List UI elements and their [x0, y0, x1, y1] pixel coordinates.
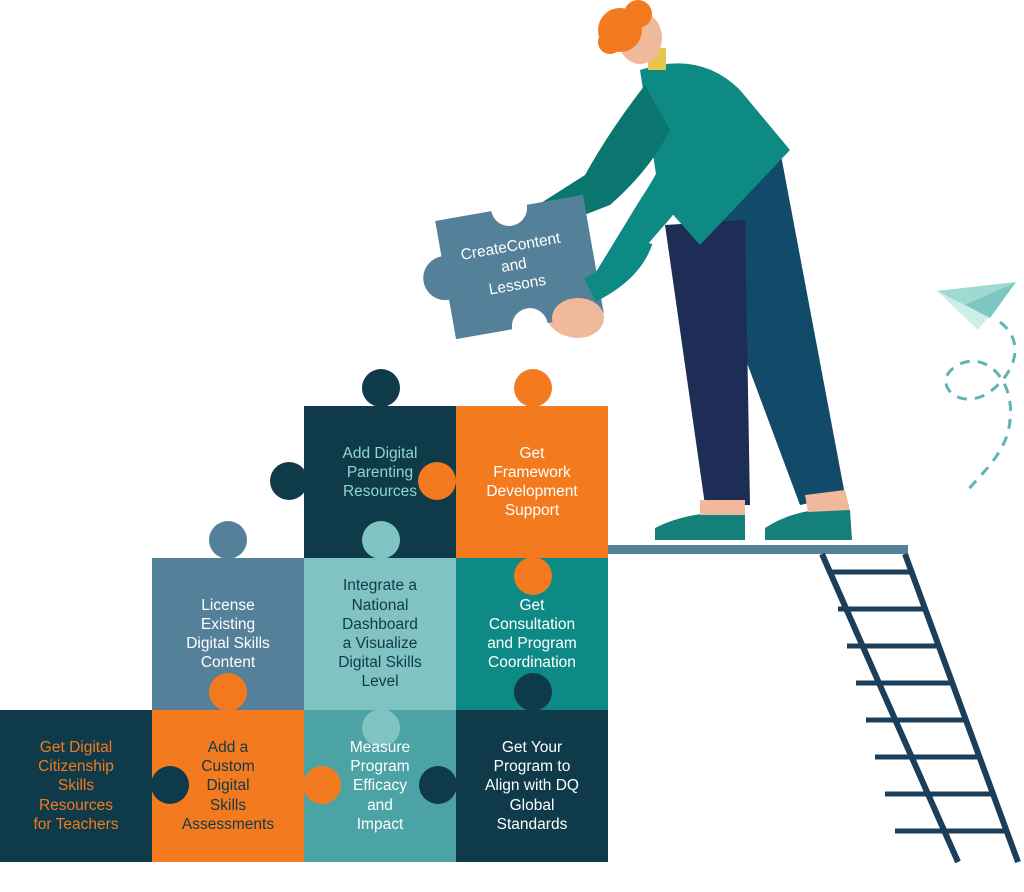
label-line: Efficacy	[353, 777, 407, 795]
label-line: Program to	[493, 758, 571, 776]
label-line: Citizenship	[38, 758, 114, 776]
label-line: and	[367, 796, 393, 814]
person-illustration	[504, 0, 852, 540]
label-line: Resources	[342, 483, 418, 501]
label-line: Framework	[493, 463, 571, 481]
label-line: Existing	[200, 615, 256, 633]
label-line: Global	[509, 796, 555, 814]
label-line: Coordination	[488, 654, 576, 672]
label-line: Get Digital	[39, 738, 113, 756]
label-line: Digital Skills	[186, 635, 270, 652]
label-line: Support	[504, 502, 560, 520]
label-line: Get	[519, 444, 545, 462]
label-line: Level	[361, 673, 399, 691]
label-line: Assessments	[181, 815, 275, 833]
label-line: Get Your	[501, 738, 563, 756]
puzzle-block	[456, 710, 608, 862]
label-line: Custom	[201, 758, 255, 776]
label-line: Integrate a	[342, 577, 418, 595]
label-line: Skills	[57, 777, 95, 795]
label-line: Measure	[349, 738, 411, 756]
label-line: Content	[200, 654, 256, 672]
label-line: Resources	[38, 796, 114, 814]
label-line: Dashboard	[342, 615, 418, 633]
label-line: Standards	[496, 815, 568, 833]
label-line: Digital Skills	[338, 654, 422, 672]
label-line: License	[201, 596, 255, 614]
ladder-illustration	[568, 545, 1021, 864]
label-line: Align with DQ	[485, 777, 579, 795]
puzzle-block	[456, 406, 608, 558]
puzzle-pyramid	[0, 369, 608, 862]
label-line: a Visualize	[342, 635, 418, 652]
label-line: Consultation	[488, 615, 576, 633]
label-line: and Program	[487, 635, 577, 652]
puzzle-block	[0, 710, 152, 862]
label-line: Impact	[356, 815, 404, 833]
label-line: Add a	[207, 738, 249, 756]
label-line: Program	[350, 758, 410, 776]
label-line: Digital	[206, 777, 250, 795]
label-line: Parenting	[346, 464, 414, 482]
paper-plane-icon	[937, 282, 1017, 491]
label-line: Get	[519, 596, 545, 614]
puzzle-block	[304, 558, 456, 710]
label-line: Skills	[209, 796, 247, 814]
label-line: Add Digital	[342, 445, 418, 462]
label-line: Development	[486, 483, 578, 500]
label-line: for Teachers	[33, 815, 119, 833]
label-line: National	[351, 596, 409, 614]
